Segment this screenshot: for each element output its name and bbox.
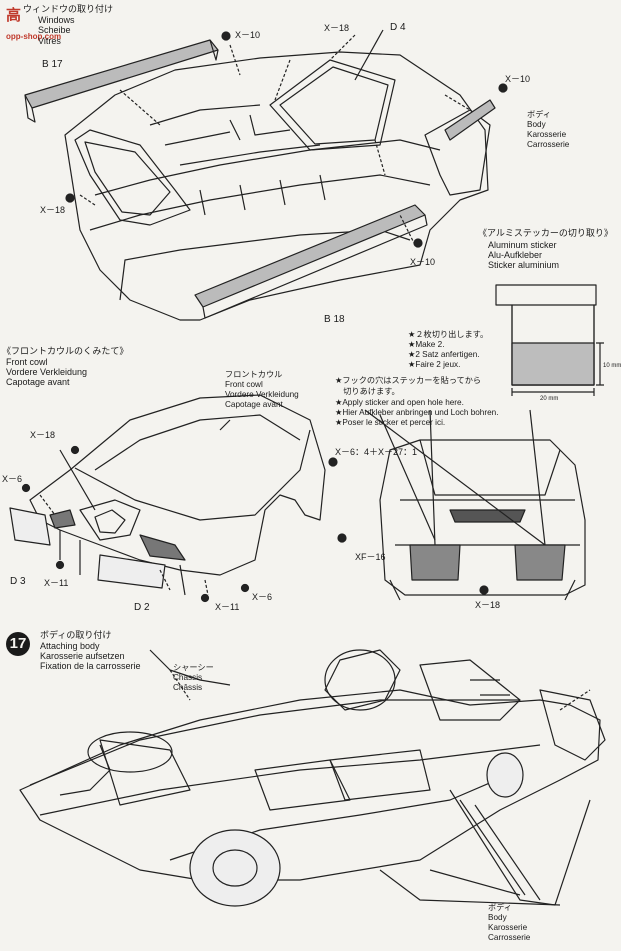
body-label-jp: ボディ	[527, 110, 551, 119]
cowl-label-jp: フロントカウル	[225, 370, 283, 379]
watermark-logo: 高	[6, 7, 22, 24]
sticker-line-en: Aluminum sticker	[488, 240, 557, 250]
part-x11-b: X－11	[215, 602, 240, 612]
hook-note-fr: ★Poser le sticker et percer ici.	[335, 418, 446, 427]
part-xf16: XF－16	[355, 552, 386, 562]
part-x18-d: X－18	[475, 600, 501, 610]
part-b17: B 17	[42, 59, 63, 70]
part-d2: D 2	[134, 602, 150, 613]
cowl-heading-jp: 《フロントカウルのくみたて》	[2, 346, 129, 356]
part-x6-b: X－6	[252, 592, 273, 602]
cowl-heading-de: Vordere Verkleidung	[6, 367, 88, 377]
step17-title-fr: Fixation de la carrosserie	[40, 661, 141, 671]
part-b18: B 18	[324, 314, 345, 325]
body-label-de: Karosserie	[527, 130, 567, 139]
sticker-heading-jp: 《アルミステッカーの切り取り》	[478, 228, 613, 238]
part-d3: D 3	[10, 576, 26, 587]
body-label-en: Body	[527, 120, 546, 129]
chassis-label-en: Chassis	[173, 673, 203, 682]
make-note-de: ★2 Satz anfertigen.	[408, 350, 480, 359]
cowl-label-en: Front cowl	[225, 380, 263, 389]
body-label-fr: Carrosserie	[527, 140, 570, 149]
part-x10-b: X－10	[505, 74, 531, 84]
window-heading-en: Windows	[38, 15, 75, 25]
body-bottom-en: Body	[488, 913, 507, 922]
hook-note-jp1: ★フックの穴はステッカーを貼ってから	[335, 376, 482, 385]
cowl-heading-fr: Capotage avant	[6, 377, 70, 387]
hook-note-en: ★Apply sticker and open hole here.	[335, 398, 464, 407]
part-x18-c: X－18	[30, 430, 56, 440]
make-note-fr: ★Faire 2 jeux.	[408, 360, 461, 369]
step-17-badge: 17	[6, 632, 30, 656]
body-bottom-fr: Carrosserie	[488, 933, 531, 942]
part-d4: D 4	[390, 22, 406, 33]
step17-title-jp: ボディの取り付け	[40, 630, 112, 640]
cowl-heading-en: Front cowl	[6, 357, 48, 367]
part-x18-a: X－18	[324, 23, 350, 33]
make-note-en: ★Make 2.	[408, 340, 445, 349]
make-note-jp: ★２枚切り出します。	[408, 330, 489, 339]
body-bottom-de: Karosserie	[488, 923, 528, 932]
part-x6-a: X－6	[2, 474, 23, 484]
sticker-line-fr: Sticker aluminium	[488, 260, 560, 270]
window-heading-fr: Vitres	[38, 36, 61, 46]
sticker-line-de: Alu-Aufkleber	[488, 250, 543, 260]
dim-width: 20 mm	[540, 396, 559, 402]
watermark-url: opp-shop.com	[6, 32, 62, 41]
part-x10-a: X－10	[235, 30, 261, 40]
cowl-label-fr: Capotage avant	[225, 400, 283, 409]
dim-height: 10 mm	[603, 363, 621, 369]
part-x18-b: X－18	[40, 205, 66, 215]
part-x6-x27: X－6：4＋X－27：1	[335, 447, 418, 457]
cowl-label-de: Vordere Verkleidung	[225, 390, 299, 399]
hook-note-de: ★Hier Aufkleber anbringen und Loch bohre…	[335, 408, 499, 417]
part-x11-a: X－11	[44, 578, 69, 588]
body-bottom-jp: ボディ	[488, 903, 512, 912]
window-heading-jp: ウィンドウの取り付け	[23, 4, 114, 14]
window-heading-de: Scheibe	[38, 25, 71, 35]
chassis-label-fr: Châssis	[173, 683, 203, 692]
step17-title-en: Attaching body	[40, 641, 100, 651]
part-x10-c: X－10	[410, 257, 436, 267]
hook-note-jp2: 切りあけます。	[335, 387, 400, 396]
step17-title-de: Karosserie aufsetzen	[40, 651, 125, 661]
chassis-label-jp: シャーシー	[173, 663, 214, 672]
